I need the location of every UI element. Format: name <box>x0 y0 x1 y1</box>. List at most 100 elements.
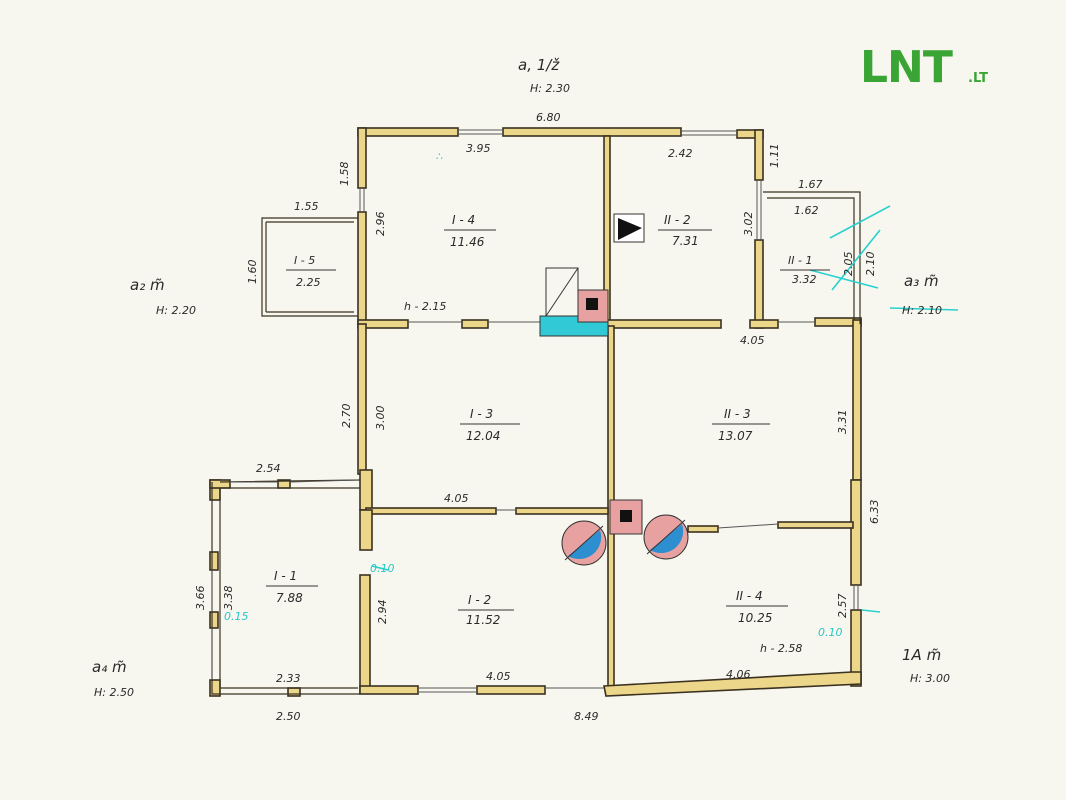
room-area: 2.25 <box>296 276 321 289</box>
wall-i3-i2-left <box>365 507 497 515</box>
svg-text:∴: ∴ <box>436 150 443 163</box>
logo-main-text: LNT <box>860 42 953 93</box>
dim-i3-left-inner: 3.00 <box>374 406 387 431</box>
annex-a3-code: a₃ m̃ <box>904 272 939 290</box>
dim-top-total: 6.80 <box>536 111 561 124</box>
wall-left-i2-top <box>359 509 373 551</box>
wall-bottom-a <box>359 685 419 695</box>
wall-left-upper <box>357 127 367 189</box>
stove-upper <box>539 267 609 337</box>
openings <box>211 129 859 693</box>
walls <box>209 127 862 697</box>
annex-a4-code: a₄ m̃ <box>92 658 127 676</box>
room-ii2: II - 2 7.31 <box>658 213 712 248</box>
room-label: I - 3 <box>470 407 493 421</box>
dim-ii2-right: 1.11 <box>768 144 781 169</box>
wall-top-left <box>357 127 459 137</box>
room-i5: I - 5 2.25 <box>286 254 336 289</box>
room-ii1: II - 1 3.32 <box>780 254 830 286</box>
dimension-labels: 6.80 3.95 2.42 1.58 2.96 3.02 1.11 1.67 … <box>194 111 881 723</box>
heater-right-icon <box>643 514 689 560</box>
dim-ii4-bottom: 4.06 <box>726 668 751 681</box>
cyan-notes: ∴ 0.15 0.10 0.10 <box>224 150 843 639</box>
dim-i1-top: 2.54 <box>256 462 281 475</box>
wall-left-i3 <box>357 323 367 475</box>
wall-i1-left-a <box>209 551 219 571</box>
wall-mid-right <box>605 319 722 329</box>
svg-text:0.15: 0.15 <box>224 610 249 623</box>
wall-i3-i2-right <box>515 507 609 515</box>
wall-mid-a <box>461 319 489 329</box>
room-label: I - 2 <box>468 593 491 607</box>
room-area: 10.25 <box>738 611 772 625</box>
wall-i1-top-a <box>209 479 231 489</box>
wall-ii2-right-lower <box>754 239 764 329</box>
dim-left-upper: 1.58 <box>338 162 351 187</box>
wall-ii2-right-upper <box>754 129 764 181</box>
room-area: 13.07 <box>718 429 753 443</box>
wall-i1-outline <box>211 482 360 695</box>
wall-left-i2 <box>359 574 371 694</box>
logo-suffix-text: .LT <box>968 71 988 86</box>
dim-i3-bottom: 4.05 <box>444 492 469 505</box>
dim-ii2-width: 2.42 <box>668 147 693 160</box>
wall-i1-left-b <box>209 611 219 629</box>
dim-porch-top-inner: 1.62 <box>794 204 819 217</box>
room-label: II - 1 <box>788 254 812 267</box>
building-code: a, 1/ž <box>518 56 560 74</box>
wall-right-mid <box>850 479 862 586</box>
wall-bottom-right <box>603 671 862 697</box>
wall-bottom-b <box>476 685 546 695</box>
lnt-logo: LNT .LT <box>860 42 988 93</box>
room-area: 11.52 <box>466 613 500 627</box>
chimney-center <box>609 499 643 535</box>
dim-h-215: h - 2.15 <box>404 300 446 313</box>
dim-vest-width: 1.55 <box>294 200 319 213</box>
room-label: II - 4 <box>736 589 763 603</box>
annex-a3-height: H: 2.10 <box>902 304 942 317</box>
annex-1a-code: 1A m̃ <box>902 646 941 664</box>
svg-text:0.10: 0.10 <box>370 562 395 575</box>
dim-right-total: 6.33 <box>868 500 881 525</box>
room-ii4: II - 4 10.25 <box>726 589 788 625</box>
dim-vest-height: 1.60 <box>246 260 259 285</box>
annex-labels: a, 1/ž H: 2.30 a₂ m̃ H: 2.20 a₃ m̃ H: 2.… <box>92 56 950 699</box>
wall-vestibule <box>261 217 358 317</box>
room-label: I - 4 <box>452 213 475 227</box>
dim-i4-width: 3.95 <box>466 142 491 155</box>
dim-mid-right: 4.05 <box>740 334 765 347</box>
boiler-icon <box>613 213 645 243</box>
wall-ii3-ii4-b <box>777 521 854 529</box>
wall-mid-right2 <box>749 319 779 329</box>
room-area: 12.04 <box>466 429 500 443</box>
room-ii3: II - 3 13.07 <box>712 407 770 443</box>
annex-a4-height: H: 2.50 <box>94 686 134 699</box>
room-i4: I - 4 11.46 <box>444 213 496 249</box>
room-label: II - 3 <box>724 407 751 421</box>
annex-a2-height: H: 2.20 <box>156 304 196 317</box>
dim-porch-height-inner: 2.05 <box>842 252 855 277</box>
dim-i2-left: 2.94 <box>376 600 389 625</box>
dim-i1-bottom-outer: 2.50 <box>276 710 301 723</box>
heater-left-icon <box>561 520 607 566</box>
dim-i1-bottom-inner: 2.33 <box>276 672 301 685</box>
wall-porch-inner <box>767 197 855 320</box>
wall-i1-bottom <box>287 687 301 697</box>
room-area: 7.31 <box>672 234 699 248</box>
dim-right-ii3: 3.31 <box>836 410 849 435</box>
dim-bottom-total: 8.49 <box>574 710 599 723</box>
wall-i1-inner <box>219 488 358 689</box>
dim-i2-bottom: 4.05 <box>486 670 511 683</box>
wall-top-mid <box>502 127 682 137</box>
wall-left-mid <box>357 211 367 325</box>
room-area: 7.88 <box>276 591 303 605</box>
wall-porch-outer <box>763 191 861 324</box>
dim-i1-left-inner: 3.38 <box>222 586 235 611</box>
room-i2: I - 2 11.52 <box>458 593 514 627</box>
room-label: I - 5 <box>294 254 315 267</box>
svg-text:0.10: 0.10 <box>818 626 843 639</box>
dim-ii4-right: 2.57 <box>836 594 849 619</box>
annex-a2-code: a₂ m̃ <box>130 276 165 294</box>
